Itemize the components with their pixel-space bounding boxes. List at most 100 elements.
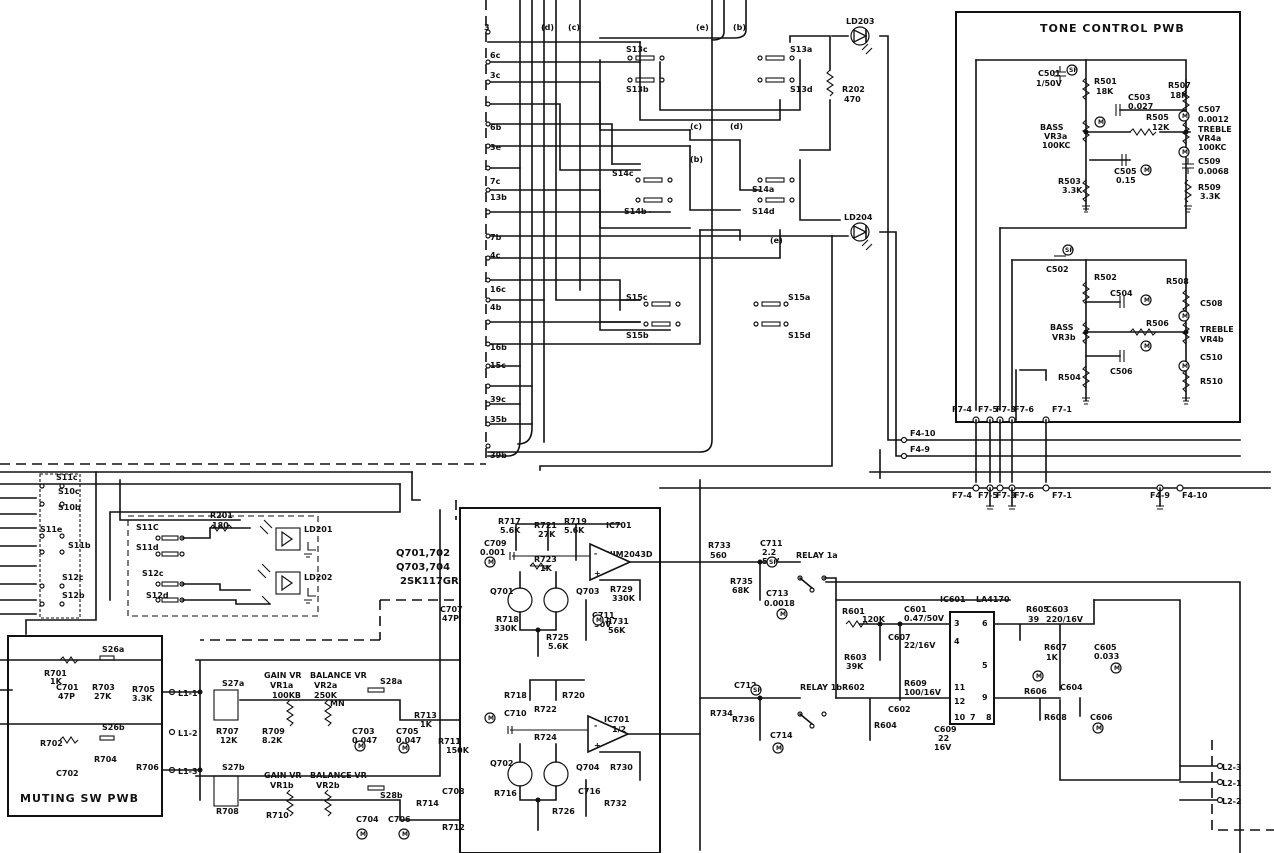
svg-text:M: M <box>596 617 602 624</box>
bus-letter: (b) <box>733 23 746 32</box>
svg-text:TREBLE: TREBLE <box>1198 125 1232 134</box>
terminal-label: 13b <box>490 193 507 202</box>
svg-text:BALANCE VR: BALANCE VR <box>310 671 367 680</box>
m-badge: M <box>484 556 496 568</box>
switch-label: S13a <box>790 45 812 54</box>
terminal-label: 3e <box>490 143 502 152</box>
svg-text:C609: C609 <box>934 725 957 734</box>
m-badge: M <box>772 742 784 754</box>
m-badge: M <box>484 712 496 724</box>
bus-wire <box>799 159 841 221</box>
switch-label: S14d <box>752 207 775 216</box>
svg-text:R702: R702 <box>40 739 63 748</box>
m-badge: M <box>1110 662 1122 674</box>
m-badge: M <box>1178 110 1190 122</box>
svg-text:R604: R604 <box>874 721 897 730</box>
svg-text:-: - <box>594 549 597 558</box>
svg-text:5: 5 <box>982 661 988 670</box>
svg-text:F7-1: F7-1 <box>1052 405 1072 414</box>
svg-text:Q701,702: Q701,702 <box>396 548 450 559</box>
led-ld201: LD201 <box>259 519 333 558</box>
terminal-label: 7b <box>490 233 502 242</box>
svg-text:S11C: S11C <box>136 523 159 532</box>
svg-text:S12d: S12d <box>146 591 169 600</box>
svg-text:L2-1: L2-1 <box>1222 779 1242 788</box>
switch-label: S15a <box>788 293 810 302</box>
svg-text:C709: C709 <box>484 539 507 548</box>
route-label: (b) <box>690 155 703 164</box>
svg-text:R733: R733 <box>708 541 731 550</box>
svg-text:R601: R601 <box>842 607 865 616</box>
svg-text:R607: R607 <box>1044 643 1067 652</box>
svg-text:47P: 47P <box>58 692 75 701</box>
svg-text:S11e: S11e <box>40 525 63 534</box>
svg-text:S28b: S28b <box>380 791 403 800</box>
svg-text:0.047: 0.047 <box>396 736 421 745</box>
power-amp-section: IC601 LA4170 3 6 4 5 11 12 9 10 7 8 R601… <box>825 581 1241 853</box>
m-badge: M <box>592 614 604 626</box>
led-ld203: LD203 <box>846 17 874 55</box>
svg-text:220/16V: 220/16V <box>1046 615 1084 624</box>
svg-text:C711: C711 <box>592 611 615 620</box>
svg-text:VR1a: VR1a <box>270 681 293 690</box>
svg-text:S27a: S27a <box>222 679 244 688</box>
svg-text:R719: R719 <box>564 517 587 526</box>
svg-text:27K: 27K <box>94 692 112 701</box>
capacitor-c509 <box>1182 158 1194 174</box>
svg-text:C508: C508 <box>1200 299 1223 308</box>
svg-text:5.6K: 5.6K <box>564 526 585 535</box>
svg-text:R202: R202 <box>842 85 865 94</box>
m-badge: M <box>398 828 410 840</box>
pwb-title: TONE CONTROL PWB <box>1040 22 1185 35</box>
svg-text:0.027: 0.027 <box>1128 102 1153 111</box>
svg-text:R506: R506 <box>1146 319 1169 328</box>
bus-wire <box>799 99 831 151</box>
svg-text:C505: C505 <box>1114 167 1137 176</box>
svg-text:BASS: BASS <box>1040 123 1064 132</box>
svg-text:C501: C501 <box>1038 69 1061 78</box>
svg-text:R504: R504 <box>1058 373 1081 382</box>
svg-text:R708: R708 <box>216 807 239 816</box>
svg-text:9: 9 <box>982 693 988 702</box>
led-ld204: LD204 <box>844 213 873 251</box>
m-badge: M <box>356 828 368 840</box>
terminal-label: 15c <box>490 361 506 370</box>
svg-text:1K: 1K <box>50 677 63 686</box>
svg-text:22: 22 <box>938 734 949 743</box>
svg-text:L1-1: L1-1 <box>178 689 198 698</box>
svg-text:R505: R505 <box>1146 113 1169 122</box>
svg-text:F7-5: F7-5 <box>978 491 998 500</box>
svg-text:M: M <box>1096 725 1102 732</box>
bus-wire <box>517 0 533 445</box>
bus-letter: (e) <box>696 23 709 32</box>
terminal-label: 6c <box>490 51 501 60</box>
pwb-title: MUTING SW PWB <box>20 792 139 805</box>
svg-text:M: M <box>1182 363 1188 370</box>
svg-text:0.15: 0.15 <box>1116 176 1136 185</box>
m-badge: M <box>1178 310 1190 322</box>
left-terminal-column: 3 6c 3c 6b 3e 7c 13b 7b 4c 16c 4b 16b 15… <box>484 23 507 460</box>
svg-text:F7-3: F7-3 <box>996 491 1016 500</box>
svg-text:M: M <box>1144 167 1150 174</box>
svg-text:VR3a: VR3a <box>1044 132 1067 141</box>
svg-text:C713: C713 <box>766 589 789 598</box>
svg-text:RELAY 1a: RELAY 1a <box>796 551 838 560</box>
switch-label: S14c <box>612 169 634 178</box>
svg-text:1K: 1K <box>1046 653 1059 662</box>
bus-wire <box>599 59 671 331</box>
switch-label: S13c <box>626 45 648 54</box>
svg-text:3.3K: 3.3K <box>1200 192 1221 201</box>
svg-text:C602: C602 <box>888 705 911 714</box>
svg-text:S11b: S11b <box>68 541 91 550</box>
resistor-r501 <box>1082 77 1090 101</box>
svg-text:M: M <box>402 745 408 752</box>
terminal-label: 4c <box>490 251 501 260</box>
svg-text:M: M <box>1036 673 1042 680</box>
resistor-r202: R202 470 <box>826 69 865 104</box>
svg-text:R706: R706 <box>136 763 159 772</box>
svg-text:S12b: S12b <box>62 591 85 600</box>
svg-text:0.0068: 0.0068 <box>1198 167 1229 176</box>
svg-text:Q703,704: Q703,704 <box>396 562 450 573</box>
m-badge: M <box>1140 294 1152 306</box>
svg-text:IC701: IC701 <box>604 715 630 724</box>
